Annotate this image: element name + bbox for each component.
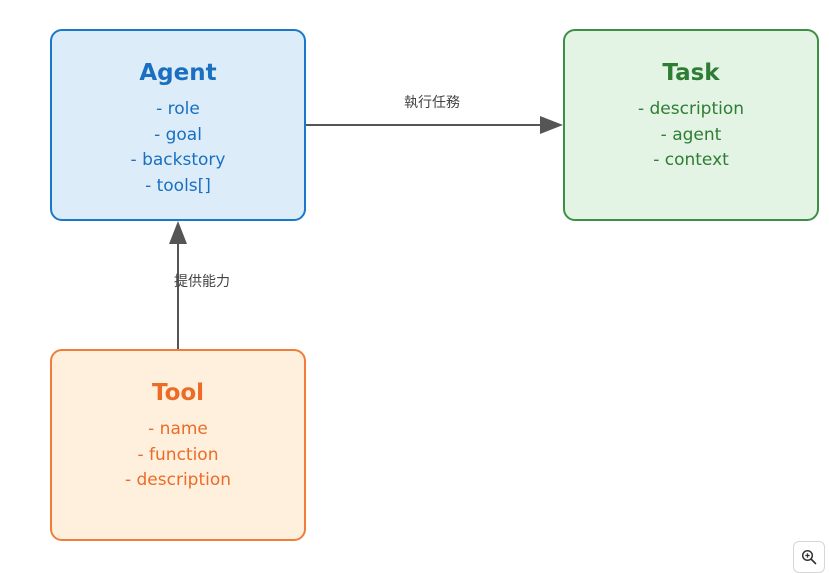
tool-fields: - name - function - description — [52, 417, 304, 494]
agent-field: - goal — [154, 124, 202, 145]
tool-field: - function — [137, 444, 219, 465]
agent-title: Agent — [139, 60, 217, 86]
agent-field: - role — [156, 99, 200, 119]
edge-agent-to-task — [306, 116, 563, 134]
agent-field: - backstory — [130, 150, 226, 170]
task-field: - description — [637, 99, 745, 119]
edge-tool-to-agent — [169, 221, 187, 349]
agent-field: - tools[] — [145, 175, 211, 196]
task-field: - agent — [660, 124, 722, 145]
zoom-button[interactable] — [793, 541, 825, 573]
tool-node: Tool - name - function - description — [50, 349, 306, 541]
agent-node: Agent - role - goal - backstory - tools[… — [50, 29, 306, 221]
zoom-in-icon — [801, 549, 817, 565]
tool-field: - description — [124, 470, 232, 490]
edge-label-provide-capability: 提供能力 — [174, 274, 230, 290]
task-title: Task — [662, 60, 720, 86]
tool-title: Tool — [151, 380, 205, 406]
agent-fields: - role - goal - backstory - tools[] — [52, 97, 304, 199]
tool-field: - name — [148, 419, 208, 439]
task-fields: - description - agent - context — [565, 97, 817, 174]
task-node: Task - description - agent - context — [563, 29, 819, 221]
edge-label-execute-task: 執行任務 — [404, 95, 460, 111]
task-field: - context — [653, 150, 729, 170]
